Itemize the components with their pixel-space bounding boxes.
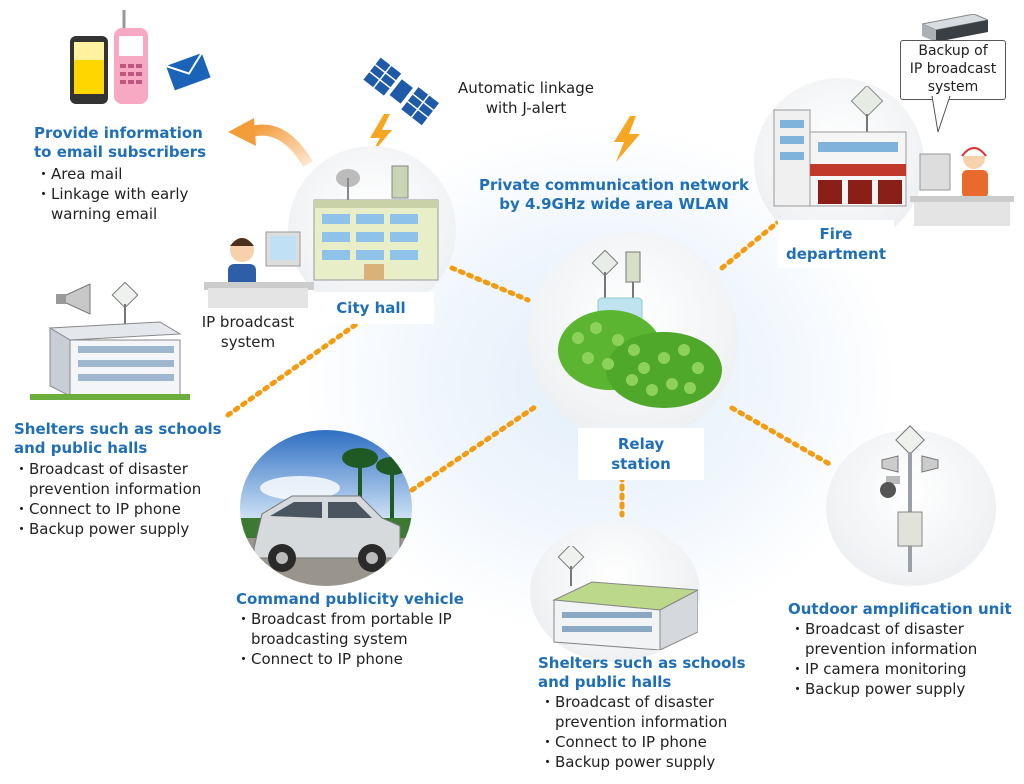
antenna-panel-icon	[625, 251, 641, 283]
shelters-left-list: Broadcast of disaster prevention informa…	[14, 459, 229, 539]
vehicle-title: Command publicity vehicle	[236, 590, 464, 608]
fire-department-label: Fire department	[778, 220, 894, 268]
email-title: Provide information to email subscribers	[34, 124, 207, 161]
shelters-bottom-title: Shelters such as schools and public hall…	[538, 654, 746, 691]
shelters-bottom-list: Broadcast of disaster prevention informa…	[540, 692, 755, 772]
antenna-icon	[850, 86, 884, 118]
curved-arrow-icon	[228, 118, 313, 167]
callout-pointer	[931, 96, 951, 133]
link-outdoor	[729, 405, 836, 469]
email-item: Area mail	[36, 164, 211, 184]
server-icon	[922, 14, 988, 42]
camera-icon	[880, 476, 900, 498]
outdoor-title: Outdoor amplification unit	[788, 600, 1012, 618]
city-hall-label: City hall	[308, 292, 434, 324]
vehicle-item: Connect to IP phone	[236, 649, 461, 669]
city-hall-building	[313, 165, 439, 281]
network-title: Private communication network by 4.9GHz …	[478, 176, 750, 213]
email-item: Linkage with early warning email	[36, 184, 211, 224]
smartphone-icon	[70, 36, 108, 104]
school-building-left	[30, 282, 190, 400]
antenna-icon	[557, 546, 585, 571]
satellite-illustration	[363, 57, 439, 156]
relay-station-illustration	[558, 249, 722, 408]
shelters-bottom-item: Connect to IP phone	[540, 732, 755, 752]
relay-station-label: Relay station	[578, 428, 704, 480]
vehicle-item: Broadcast from portable IP broadcasting …	[236, 609, 461, 649]
outdoor-item: Broadcast of disaster prevention informa…	[790, 619, 1005, 659]
email-list: Area mail Linkage with early warning ema…	[36, 164, 211, 224]
shelters-left-title: Shelters such as schools and public hall…	[14, 420, 222, 457]
outdoor-item: Backup power supply	[790, 679, 1005, 699]
link-vehicle	[409, 402, 541, 493]
antenna-panel-icon	[391, 165, 409, 199]
mobile-phone-icon	[114, 10, 148, 104]
link-shelters-left	[225, 315, 368, 418]
fire-department-building	[773, 86, 907, 207]
outdoor-item: IP camera monitoring	[790, 659, 1005, 679]
backup-text: Backup of IP broadcast system	[909, 43, 997, 95]
shelters-left-item: Backup power supply	[14, 519, 229, 539]
envelope-icon	[165, 52, 211, 91]
monitor-icon	[919, 153, 951, 191]
school-building-bottom	[552, 546, 698, 650]
satellite-icon	[363, 57, 439, 126]
loudspeaker-icon	[881, 455, 939, 473]
phones-mail-illustration	[70, 10, 211, 104]
amplifier-box-icon	[897, 511, 923, 547]
loudspeaker-icon	[56, 283, 91, 315]
operator-desk-icon	[204, 231, 314, 308]
shelters-left-item: Broadcast of disaster prevention informa…	[14, 459, 229, 499]
antenna-icon	[591, 249, 619, 277]
shelters-bottom-item: Backup power supply	[540, 752, 755, 772]
lightning-icon	[370, 114, 392, 156]
link-city-hall	[449, 265, 531, 303]
shelters-bottom-item: Broadcast of disaster prevention informa…	[540, 692, 755, 732]
vehicle-list: Broadcast from portable IP broadcasting …	[236, 609, 461, 669]
ip-broadcast-label: IP broadcast system	[201, 313, 295, 351]
outdoor-unit-pole	[880, 425, 939, 572]
antenna-icon	[111, 282, 139, 309]
hill-right	[606, 332, 722, 408]
outdoor-list: Broadcast of disaster prevention informa…	[790, 619, 1005, 699]
car-icon	[253, 495, 401, 572]
backup-operator-icon	[910, 147, 1014, 226]
shelters-left-item: Connect to IP phone	[14, 499, 229, 519]
antenna-icon	[895, 425, 925, 455]
lightning-icon	[614, 116, 640, 162]
jalert-text: Automatic linkage with J-alert	[458, 79, 594, 117]
backup-callout	[900, 40, 1006, 100]
link-fire-department	[719, 219, 781, 271]
vehicle-photo	[240, 430, 412, 586]
